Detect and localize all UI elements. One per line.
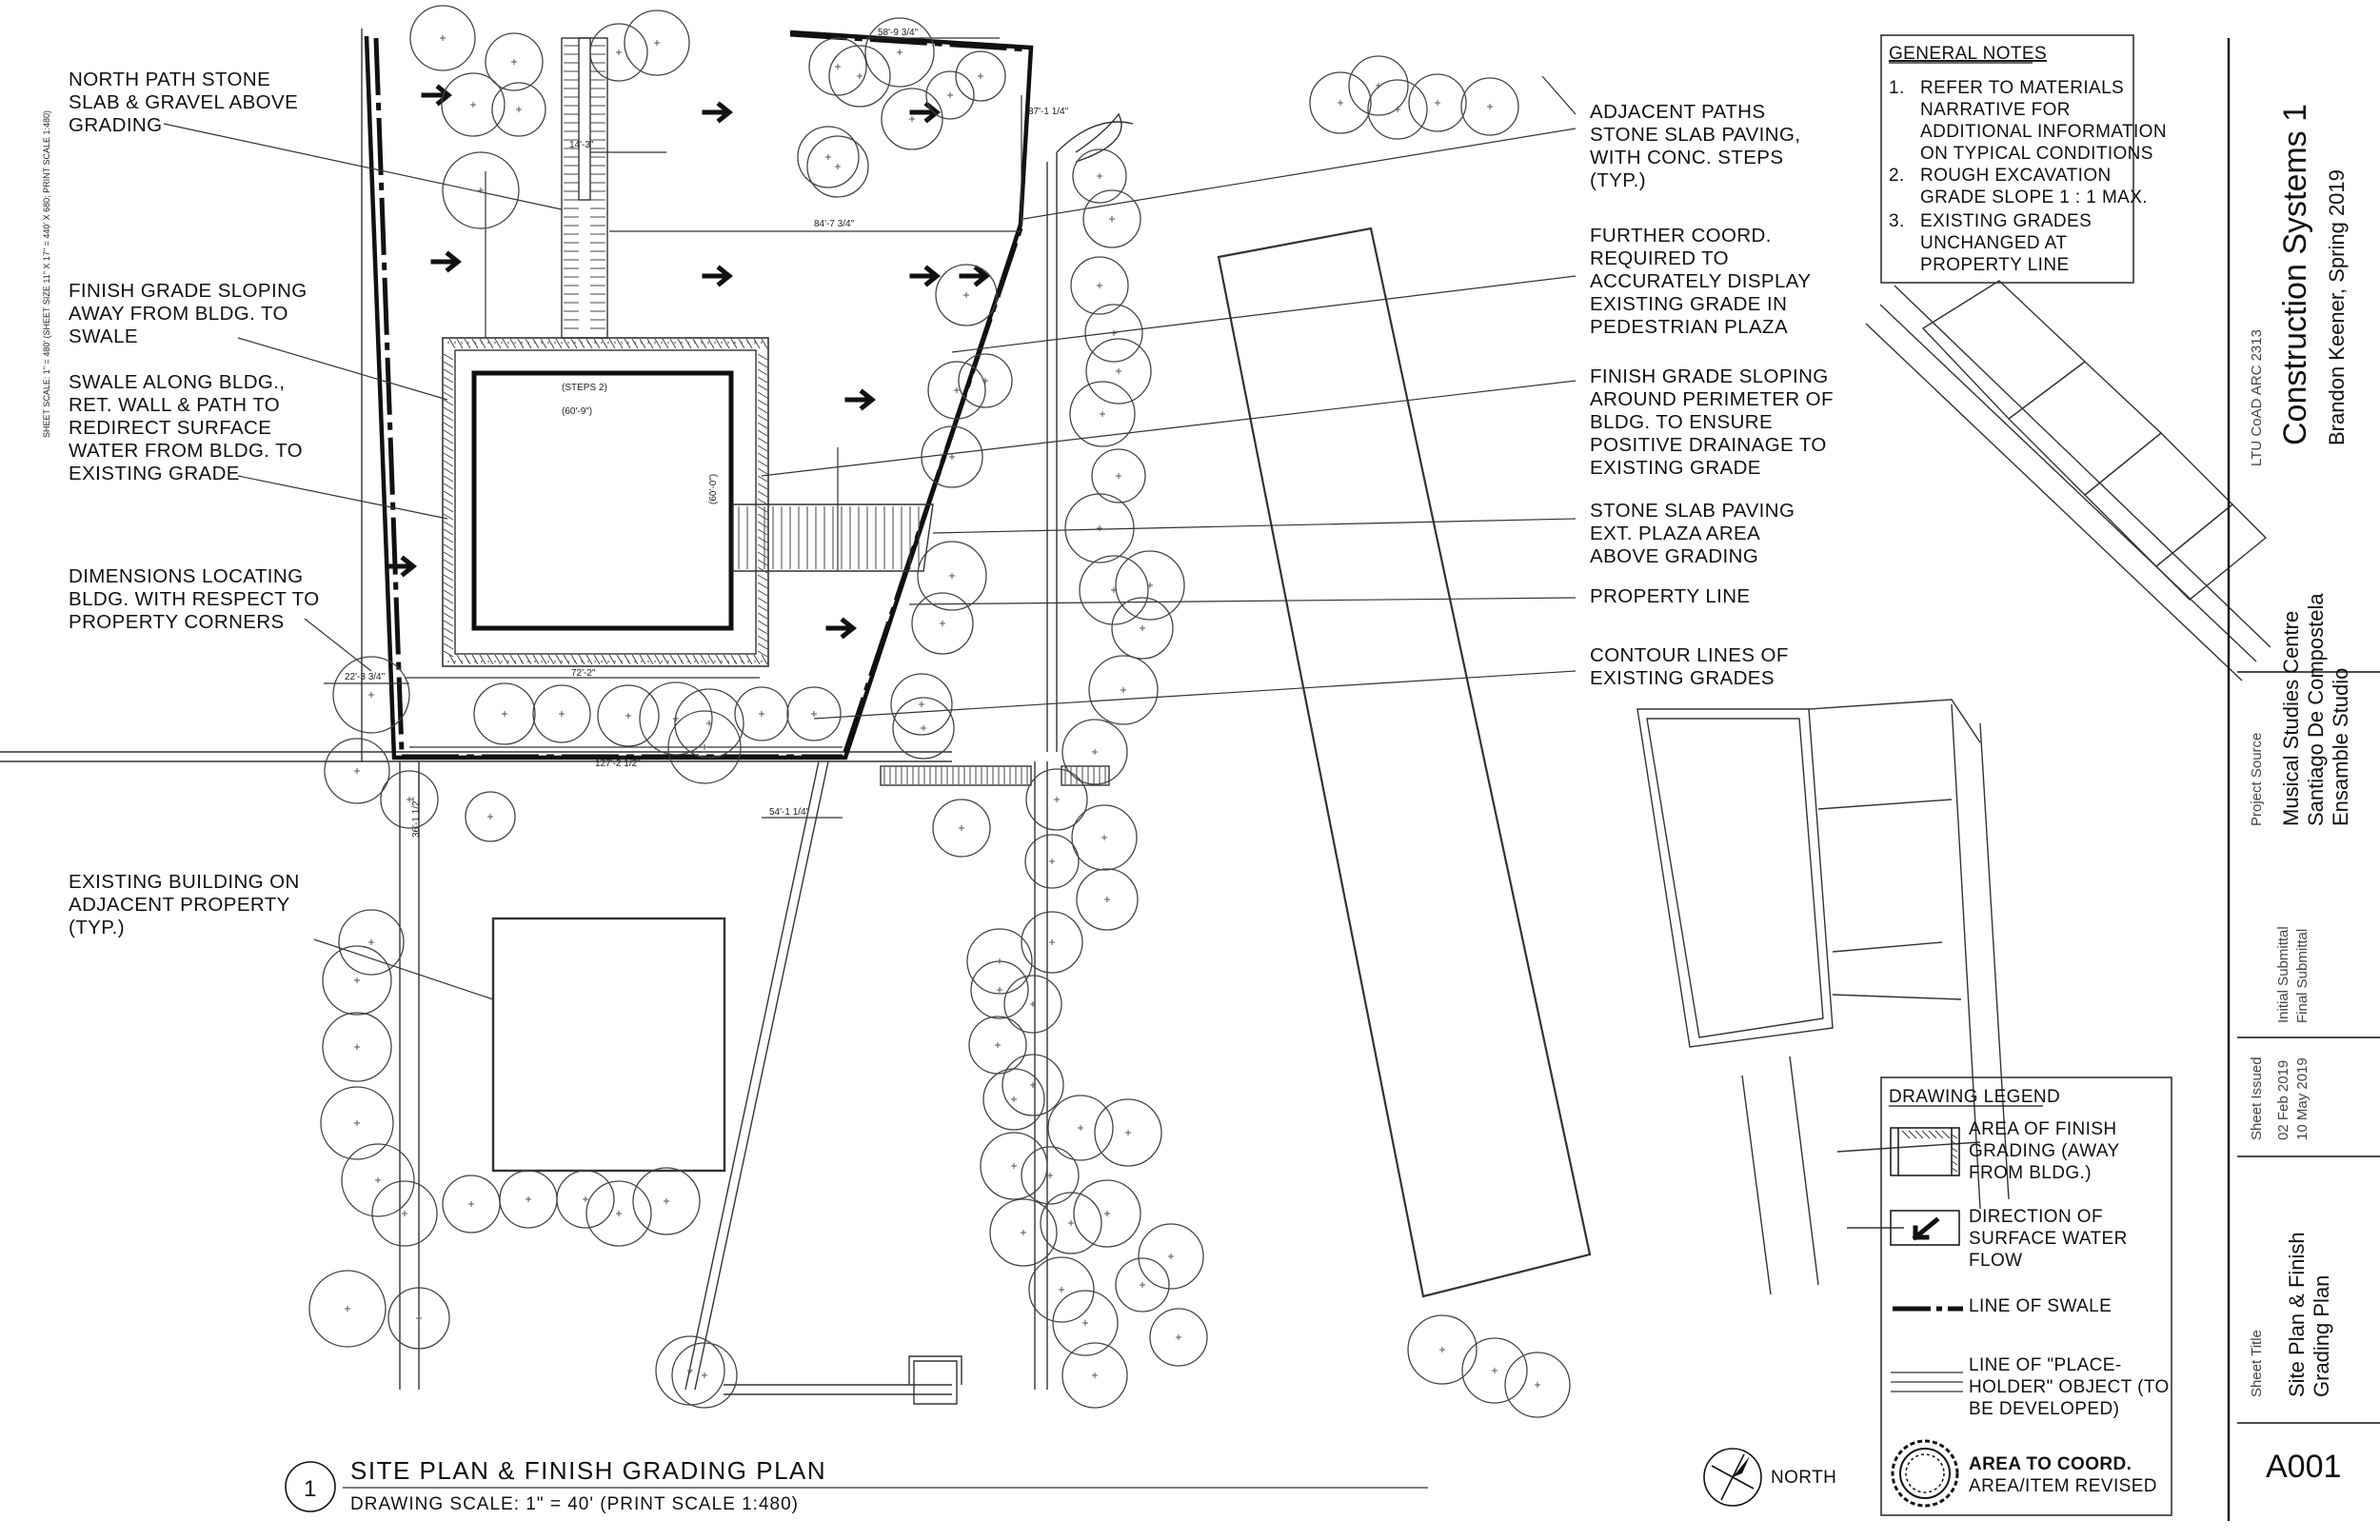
svg-text:SWALE ALONG BLDG.,RET. WALL &: SWALE ALONG BLDG.,RET. WALL & PATH TORED… [69, 371, 303, 484]
legend-revision-cloud-icon [1891, 1439, 1959, 1508]
svg-text:Grading Plan: Grading Plan [2310, 1275, 2333, 1397]
svg-text:AREA/ITEM REVISED: AREA/ITEM REVISED [1969, 1476, 2157, 1496]
svg-text:DRAWING LEGEND: DRAWING LEGEND [1889, 1087, 2060, 1107]
sheet-number: A001 [2266, 1449, 2341, 1485]
legend-placeholder-symbol [1891, 1372, 1963, 1392]
adjacent-building [491, 917, 726, 1173]
north-arrow-icon [1703, 1448, 1762, 1507]
dim-22-3: 22'-3 3/4" [345, 672, 386, 682]
svg-text:3.: 3. [1889, 211, 1905, 231]
svg-text:Initial Submittal: Initial Submittal [2275, 926, 2291, 1023]
svg-text:Brandon Keener, Spring 2019: Brandon Keener, Spring 2019 [2325, 169, 2349, 445]
dim-60-9: (60'-9") [562, 406, 592, 417]
svg-text:DRAWING SCALE: 1" = 40' (PRINT: DRAWING SCALE: 1" = 40' (PRINT SCALE 1:4… [350, 1494, 799, 1514]
dim-14-3: 14'-3" [569, 140, 594, 150]
svg-text:10 May 2019: 10 May 2019 [2294, 1057, 2311, 1140]
svg-text:Ensamble Studio: Ensamble Studio [2329, 668, 2352, 826]
dim-54-1: 54'-1 1/4" [769, 807, 810, 818]
svg-text:LINE OF SWALE: LINE OF SWALE [1969, 1296, 2112, 1316]
dim-58-9: 58'-9 3/4" [878, 28, 919, 38]
dim-87-1: 87'-1 1/4" [1028, 107, 1069, 117]
svg-text:AREA TO COORD.: AREA TO COORD. [1969, 1454, 2132, 1474]
title-block: LTU CoAD ARC 2313 Construction Systems 1… [2227, 38, 2380, 1521]
svg-text:1.: 1. [1889, 78, 1905, 98]
svg-text:PROPERTY LINE: PROPERTY LINE [1590, 585, 1751, 607]
svg-text:Construction Systems 1: Construction Systems 1 [2277, 104, 2313, 445]
svg-text:LTU CoAD ARC 2313: LTU CoAD ARC 2313 [2249, 329, 2265, 466]
dim-steps: (STEPS 2) [562, 383, 607, 393]
svg-text:SITE PLAN & FINISH GRADING PLA: SITE PLAN & FINISH GRADING PLAN [350, 1456, 826, 1485]
dim-127-2: 127'-2 1/2" [595, 759, 641, 769]
svg-text:Final Submittal: Final Submittal [2294, 929, 2311, 1023]
drawing-title: 1 SITE PLAN & FINISH GRADING PLAN DRAWIN… [285, 1456, 1428, 1514]
svg-text:Sheet Title: Sheet Title [2249, 1330, 2265, 1397]
trees [308, 5, 1571, 1418]
site-geometry: (STEPS 2) (60'-9") 84'-7 3/4" 72'-2" 127… [0, 5, 2271, 1418]
svg-text:Santiago De Compostela: Santiago De Compostela [2304, 593, 2328, 826]
swale-line [373, 37, 405, 753]
svg-text:02 Feb 2019: 02 Feb 2019 [2275, 1060, 2291, 1140]
dim-36-1: 36'-1 1/2" [411, 797, 422, 838]
svg-text:Sheet Issued: Sheet Issued [2249, 1056, 2265, 1140]
dim-72-2: 72'-2" [571, 668, 596, 679]
adjacent-buildings-east [1865, 280, 2271, 681]
main-building [471, 370, 734, 631]
svg-text:Site Plan & Finish: Site Plan & Finish [2285, 1232, 2309, 1397]
dim-84-7: 84'-7 3/4" [814, 219, 855, 229]
dim-60-0: (60'-0") [708, 474, 719, 504]
legend-flow-arrow-icon [1890, 1210, 1960, 1246]
svg-text:2.: 2. [1889, 166, 1905, 186]
north-label: NORTH [1771, 1468, 1836, 1488]
sheet-scale-note: SHEET SCALE: 1" = 480' (SHEET SIZE 11" X… [42, 110, 51, 438]
svg-text:Musical Studies Centre: Musical Studies Centre [2279, 611, 2303, 826]
svg-text:GENERAL NOTES: GENERAL NOTES [1889, 44, 2047, 64]
svg-text:1: 1 [304, 1476, 317, 1502]
svg-text:Project Source: Project Source [2249, 733, 2265, 826]
legend-hatch-symbol [1890, 1127, 1960, 1176]
long-building [1217, 227, 1592, 1298]
